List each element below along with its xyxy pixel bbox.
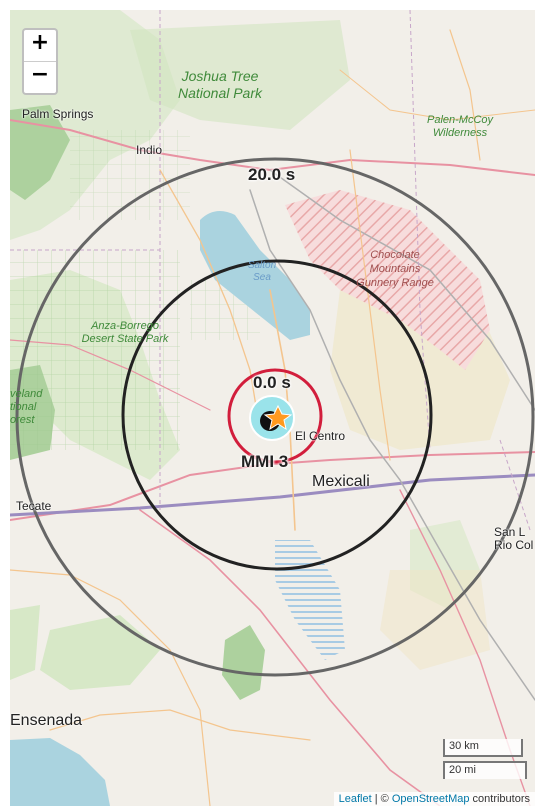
intensity-label: MMI 3 xyxy=(241,452,289,471)
label-chocolate-mountains: Chocolate Mountains Gunnery Range xyxy=(356,249,434,289)
zoom-out-button[interactable]: − xyxy=(30,62,50,87)
map-tiles xyxy=(10,10,535,806)
attribution: Leaflet | © OpenStreetMap contributors xyxy=(333,792,535,806)
inner-ring xyxy=(227,368,323,464)
label-el-centro: El Centro xyxy=(295,429,346,443)
label-ensenada: Ensenada xyxy=(10,712,83,729)
zoom-in-button[interactable]: + xyxy=(24,30,56,62)
label-joshua-tree: Joshua Tree National Park xyxy=(177,68,263,101)
label-indio: Indio xyxy=(136,143,163,157)
zoom-control: + − xyxy=(22,28,58,95)
outer-ring-label: 20.0 s xyxy=(248,165,296,184)
scale-km: 30 km xyxy=(443,739,523,757)
osm-link[interactable]: OpenStreetMap xyxy=(391,793,470,805)
outer-ring xyxy=(15,157,535,677)
label-salton-sea: Salton Sea xyxy=(247,260,277,283)
map-view[interactable]: Joshua Tree National Park Palen-McCoy Wi… xyxy=(10,10,535,806)
label-palm-springs: Palm Springs xyxy=(22,107,94,121)
leaflet-link[interactable]: Leaflet xyxy=(338,793,372,805)
attribution-suffix: contributors xyxy=(469,793,530,805)
label-cleveland-forest: veland tional orest xyxy=(10,388,43,426)
label-san-luis: San L Rio Col xyxy=(494,525,534,552)
label-anza-borrego: Anza-Borrego Desert State Park xyxy=(81,320,169,345)
label-tecate: Tecate xyxy=(16,499,52,513)
scale-mi: 20 mi xyxy=(443,761,527,779)
middle-ring xyxy=(121,259,433,571)
label-palen-mccoy: Palen-McCoy Wilderness xyxy=(426,114,494,139)
label-mexicali: Mexicali xyxy=(312,473,370,490)
epicenter-star-icon[interactable] xyxy=(263,404,293,431)
inner-ring-label: 0.0 s xyxy=(253,373,291,392)
attribution-separator: | © xyxy=(371,793,392,805)
